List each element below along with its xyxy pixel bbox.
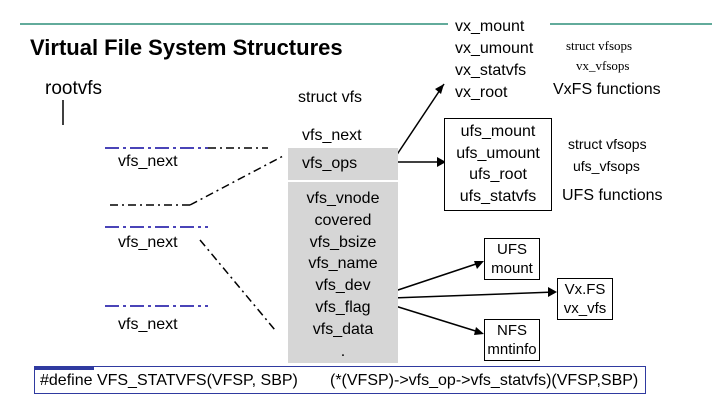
- ufs-struct-var: ufs_vfsops: [573, 158, 640, 174]
- ufs-vfsops-box: [444, 118, 552, 211]
- vfs-field: vfs_vnode: [306, 190, 380, 207]
- vfs-list-item: vfs_next: [118, 316, 178, 333]
- ufs-op: ufs_root: [469, 166, 527, 183]
- data-to-vxfs: [391, 291, 556, 299]
- vfs-field: covered: [314, 211, 372, 229]
- vx-struct-var: vx_vfsops: [576, 58, 630, 73]
- link-c: [189, 154, 286, 206]
- vfs-field: vfs_flag: [315, 298, 371, 316]
- vxfs-vfs-box: Vx.FS vx_vfs: [557, 278, 613, 320]
- ufs-mount-line: mount: [491, 260, 533, 277]
- data-to-nfs: [391, 304, 483, 334]
- vx-op: vx_statvfs: [455, 62, 527, 79]
- vfs-next-field: vfs_next: [302, 127, 362, 144]
- vfs-ops-field: vfs_ops: [302, 155, 358, 172]
- vx-op: vx_mount: [455, 18, 525, 35]
- ufs-op: ufs_mount: [460, 123, 536, 140]
- vfs-list-item: vfs_next: [118, 153, 178, 170]
- define-bar: [34, 366, 646, 394]
- define-bar-marker: [34, 366, 94, 370]
- ops-to-vx: [391, 83, 445, 163]
- ufs-mount-line: UFS: [497, 241, 527, 258]
- vfs-field-list: vfs_vnode covered vfs_bsize vfs_name vfs…: [288, 188, 398, 362]
- data-to-vxfs-head: [548, 287, 557, 297]
- ops-to-ufs-head: [437, 157, 446, 167]
- link-d: [199, 239, 276, 331]
- define-expansion: (*(VFSP)->vfs_op->vfs_statvfs)(VFSP,SBP): [330, 372, 639, 389]
- ufs-mount-box: UFS mount: [484, 238, 540, 280]
- ufs-op: ufs_statvfs: [459, 187, 537, 205]
- vfs-field: vfs_dev: [315, 277, 371, 295]
- define-macro: #define VFS_STATVFS(VFSP, SBP): [40, 372, 298, 389]
- vfs-field: vfs_bsize: [309, 233, 377, 251]
- vx-struct-name: struct vfsops: [566, 38, 633, 53]
- vx-op: vx_root: [455, 84, 508, 101]
- ufs-struct-name: struct vfsops: [568, 136, 647, 152]
- vfs-field-divider: [288, 180, 398, 182]
- page-title: Virtual File System Structures: [30, 35, 343, 60]
- data-to-nfs-head: [474, 327, 484, 335]
- nfs-line: mntinfo: [487, 341, 537, 358]
- nfs-line: NFS: [497, 322, 527, 339]
- vx-op: vx_umount: [455, 40, 534, 57]
- data-to-ufsmount: [391, 261, 483, 293]
- vx-vfsops-box: [448, 14, 550, 106]
- vfs-field: vfs_data: [312, 320, 374, 338]
- vfs-list-item: vfs_next: [118, 234, 178, 251]
- data-to-ufsmount-head: [474, 261, 484, 269]
- vx-functions-label: VxFS functions: [553, 81, 661, 98]
- vx-ops-list: vx_mount vx_umount vx_statvfs vx_root: [455, 16, 533, 104]
- nfs-mntinfo-box: NFS mntinfo: [484, 319, 540, 361]
- vxfs-line: vx_vfs: [563, 300, 607, 317]
- ufs-functions-label: UFS functions: [562, 187, 663, 204]
- ufs-op: ufs_umount: [456, 144, 540, 162]
- rootvfs-label: rootvfs: [45, 78, 103, 99]
- ops-to-vx-head: [435, 84, 444, 94]
- vxfs-line: Vx.FS: [564, 281, 606, 298]
- vfs-struct-body: [288, 148, 398, 363]
- struct-vfs-label: struct vfs: [298, 89, 363, 106]
- vfs-field: vfs_name: [308, 255, 378, 273]
- ufs-ops-list: ufs_mount ufs_umount ufs_root ufs_statvf…: [444, 121, 552, 207]
- vfs-field: .: [340, 342, 346, 360]
